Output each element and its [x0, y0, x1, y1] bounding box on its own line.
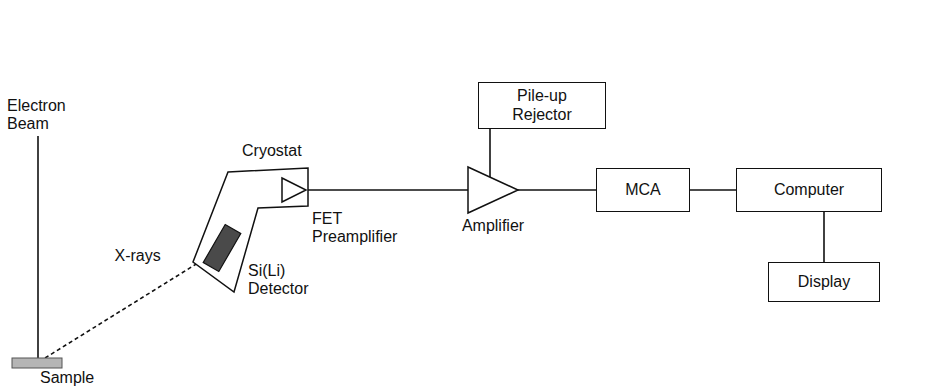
box-label: Display: [798, 273, 850, 291]
signal-wire: [489, 129, 491, 177]
node-outline: [468, 167, 518, 213]
signal-wire: [823, 212, 825, 262]
detector-crystal-shape: [203, 224, 241, 271]
process-box: Pile-up Rejector: [478, 82, 606, 129]
detector-crystal: Si(Li) Detector: [202, 222, 242, 274]
part-label: Si(Li) Detector: [248, 262, 314, 299]
electron-beam-line: [37, 136, 39, 358]
sample-block: [12, 358, 62, 368]
process-box: Computer: [736, 168, 882, 212]
xray-path: [45, 260, 202, 358]
part-label: FET Preamplifier: [312, 210, 402, 247]
signal-wire: [690, 189, 736, 191]
node-outline: [202, 222, 242, 274]
part-label: Sample: [40, 369, 94, 387]
sample-stage: Sample: [12, 358, 62, 368]
box-label: Computer: [774, 181, 844, 199]
part-label: Amplifier: [462, 217, 524, 235]
node-outline: [282, 178, 306, 202]
part-label: Electron Beam: [6, 97, 72, 134]
node-outline: [12, 358, 62, 368]
preamplifier-symbol: FET Preamplifier: [282, 178, 306, 202]
signal-wire: [518, 189, 596, 191]
part-label: Cryostat: [242, 142, 302, 160]
edge-label: X-rays: [114, 247, 162, 265]
amplifier-symbol: Amplifier: [468, 167, 518, 213]
box-label: Pile-up Rejector: [496, 87, 588, 124]
triangle-outline: [468, 167, 518, 213]
cryostat-housing: CryostatSi(Li) Detector FET Preamplifier: [190, 140, 310, 300]
process-box: Display: [768, 262, 880, 302]
signal-wire: [306, 189, 468, 191]
box-label: MCA: [625, 181, 661, 199]
triangle-outline: [282, 178, 306, 202]
process-box: MCA: [596, 168, 690, 212]
